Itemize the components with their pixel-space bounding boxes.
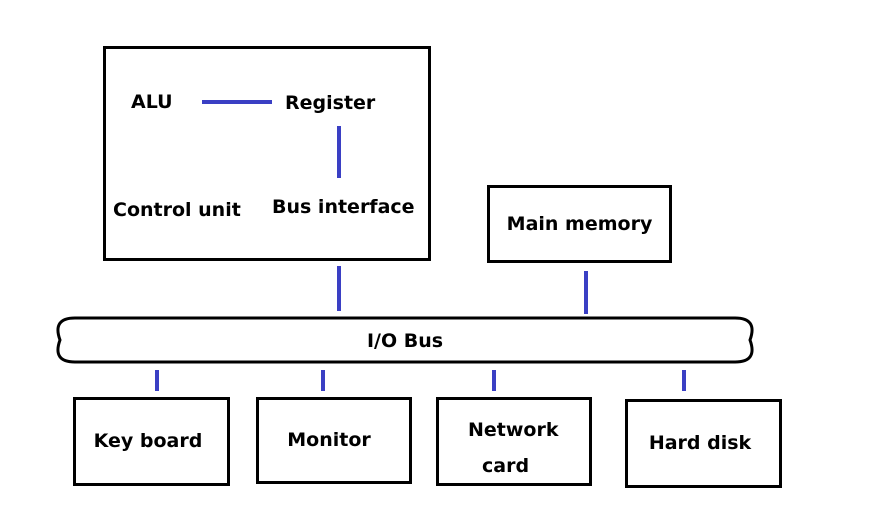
cpu-bus-connector xyxy=(337,266,341,311)
bus-network-card-connector xyxy=(492,370,496,391)
alu-label: ALU xyxy=(131,91,173,113)
cpu-box xyxy=(103,46,431,261)
memory-bus-connector xyxy=(584,271,588,314)
network-card-box xyxy=(436,397,592,486)
network-card-label-line1: Network xyxy=(468,419,559,441)
control-unit-label: Control unit xyxy=(113,199,241,221)
main-memory-label: Main memory xyxy=(506,212,653,235)
bus-interface-label: Bus interface xyxy=(272,196,415,218)
io-bus-label: I/O Bus xyxy=(366,329,444,352)
main-memory-box xyxy=(487,185,672,263)
hard-disk-label: Hard disk xyxy=(648,432,752,455)
network-card-label-line2: card xyxy=(482,455,530,477)
bus-monitor-connector xyxy=(321,370,325,391)
alu-register-connector xyxy=(202,100,272,104)
register-label: Register xyxy=(285,92,376,114)
hard-disk-box xyxy=(625,399,782,488)
io-bus-shape xyxy=(56,316,754,364)
keyboard-label: Key board xyxy=(93,430,203,453)
keyboard-box xyxy=(73,397,230,486)
bus-keyboard-connector xyxy=(155,370,159,391)
monitor-label: Monitor xyxy=(287,429,371,452)
register-bus-interface-connector xyxy=(337,126,341,178)
bus-hard-disk-connector xyxy=(682,370,686,391)
monitor-box xyxy=(256,397,412,484)
